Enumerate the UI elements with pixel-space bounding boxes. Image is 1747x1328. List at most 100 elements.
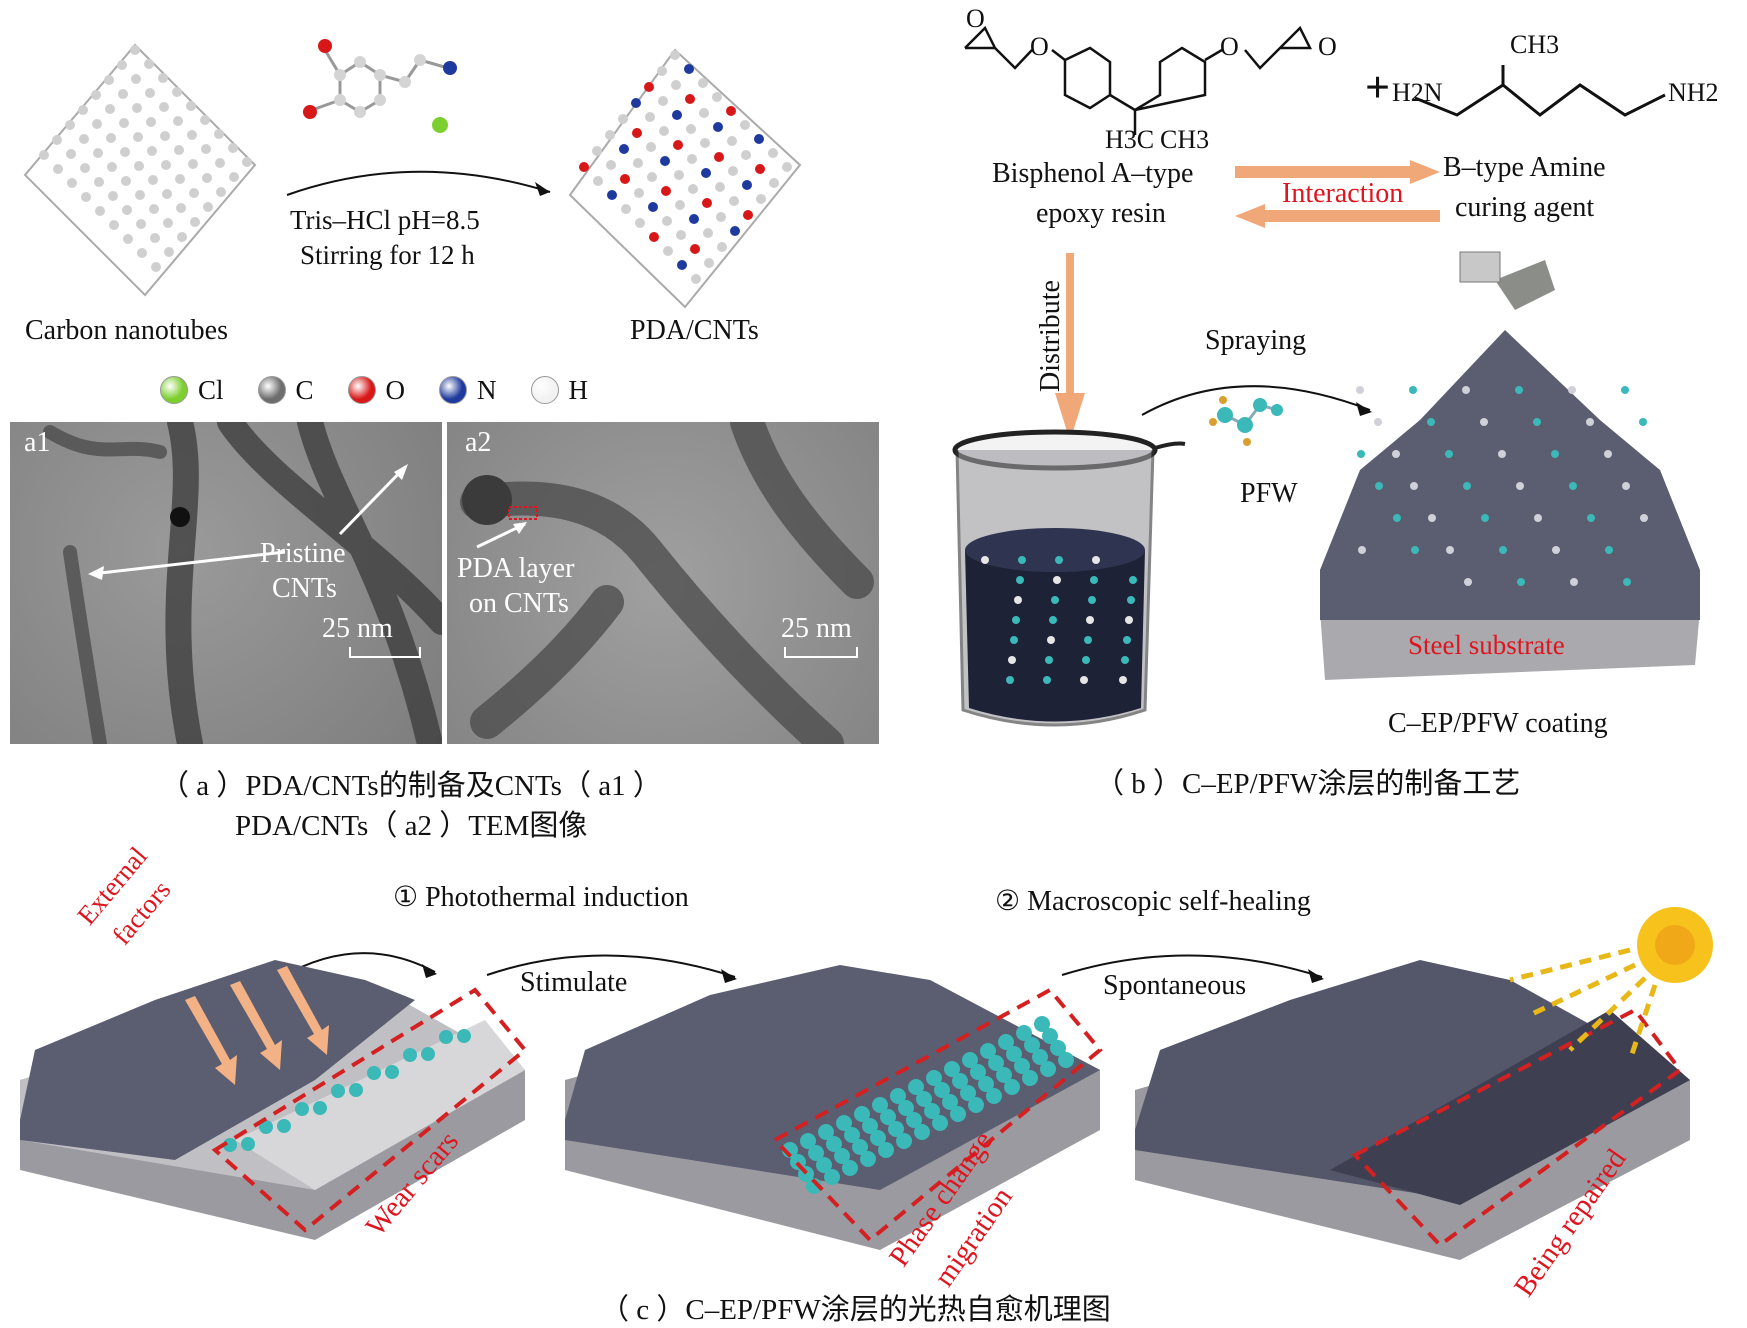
particle xyxy=(670,50,680,60)
atom-sphere-icon xyxy=(160,376,188,404)
particle xyxy=(908,1079,924,1095)
particle xyxy=(136,219,146,229)
atom-sphere-icon xyxy=(439,376,468,404)
atom-sphere-icon xyxy=(257,376,286,404)
tem-image-a2: a2 PDA layer on CNTs 25 nm xyxy=(447,422,879,744)
particle xyxy=(130,45,140,55)
particle xyxy=(687,154,697,164)
particle xyxy=(65,120,75,130)
particle xyxy=(135,190,145,200)
particle xyxy=(1604,450,1612,458)
particle xyxy=(1084,636,1092,644)
particle xyxy=(689,214,699,224)
particle xyxy=(740,120,750,130)
epoxy-label-line2: epoxy resin xyxy=(1036,198,1166,229)
coating-block xyxy=(1320,251,1700,680)
particle xyxy=(80,163,90,173)
particle xyxy=(313,1101,327,1115)
particle xyxy=(1481,514,1489,522)
particle xyxy=(632,128,642,138)
particle xyxy=(1587,514,1595,522)
particle xyxy=(727,136,737,146)
epoxy-o-ether-left: O xyxy=(1030,32,1049,61)
particle xyxy=(200,115,210,125)
particle xyxy=(756,194,766,204)
particle xyxy=(1129,576,1137,584)
particle xyxy=(671,80,681,90)
particle xyxy=(1392,450,1400,458)
particle xyxy=(631,98,641,108)
particle xyxy=(634,188,644,198)
particle xyxy=(1045,656,1053,664)
particle xyxy=(123,234,133,244)
particle xyxy=(421,1047,435,1061)
particle xyxy=(844,1127,860,1143)
particle xyxy=(699,108,709,118)
particle xyxy=(698,78,708,88)
particle xyxy=(880,1109,896,1125)
atom-sphere-icon xyxy=(530,376,559,404)
tem-a2-label-line1: PDA layer xyxy=(457,553,575,584)
particle xyxy=(970,1064,986,1080)
epoxy-ch3: CH3 xyxy=(1160,125,1210,154)
particle xyxy=(201,144,211,154)
particle xyxy=(729,196,739,206)
particle xyxy=(132,103,142,113)
interaction-arrows xyxy=(1235,160,1440,228)
particle xyxy=(860,1151,876,1167)
particle xyxy=(686,124,696,134)
particle xyxy=(277,1119,291,1133)
particle xyxy=(742,180,752,190)
particle xyxy=(700,138,710,148)
particle xyxy=(717,242,727,252)
pfw-molecule xyxy=(1209,396,1283,446)
particle xyxy=(944,1061,960,1077)
particle xyxy=(1090,576,1098,584)
amine-plus: + xyxy=(1365,63,1391,112)
particle xyxy=(816,1157,832,1173)
particle xyxy=(996,1067,1012,1083)
legend-item-cl: Cl xyxy=(160,375,238,406)
particle xyxy=(782,162,792,172)
particle xyxy=(998,1034,1014,1050)
amine-label-line1: B–type Amine xyxy=(1443,152,1606,183)
particle xyxy=(854,1106,870,1122)
particle xyxy=(836,1115,852,1131)
particle xyxy=(1047,636,1055,644)
particle xyxy=(1058,1052,1074,1068)
particle xyxy=(175,174,185,184)
particle xyxy=(906,1112,922,1128)
legend-label: N xyxy=(477,374,497,405)
stimulate-arrow-2 xyxy=(486,954,737,983)
tem-a2-tag: a2 xyxy=(465,427,492,458)
cnt-label: Carbon nanotubes xyxy=(25,315,228,346)
amine-ch3: CH3 xyxy=(1510,30,1560,59)
particle xyxy=(800,1133,816,1149)
particle xyxy=(579,162,589,172)
particle xyxy=(870,1130,886,1146)
particle xyxy=(914,1124,930,1140)
step2-label: ② Macroscopic self-healing xyxy=(995,886,1311,917)
particle xyxy=(593,176,603,186)
particle xyxy=(1004,1079,1020,1095)
stimulate-label: Stimulate xyxy=(520,967,628,998)
particle xyxy=(662,216,672,226)
particle xyxy=(1357,450,1365,458)
particle xyxy=(818,1124,834,1140)
particle xyxy=(684,64,694,74)
particle xyxy=(133,132,143,142)
particle xyxy=(726,106,736,116)
particle xyxy=(1055,556,1063,564)
legend-label: C xyxy=(295,374,314,405)
particle xyxy=(688,184,698,194)
particle xyxy=(660,156,670,166)
particle xyxy=(659,126,669,136)
particle xyxy=(1032,1049,1048,1065)
particle xyxy=(924,1103,940,1119)
particle xyxy=(1024,1037,1040,1053)
particle xyxy=(644,82,654,92)
particle xyxy=(852,1139,868,1155)
particle xyxy=(137,248,147,258)
particle xyxy=(67,178,77,188)
particle xyxy=(145,88,155,98)
